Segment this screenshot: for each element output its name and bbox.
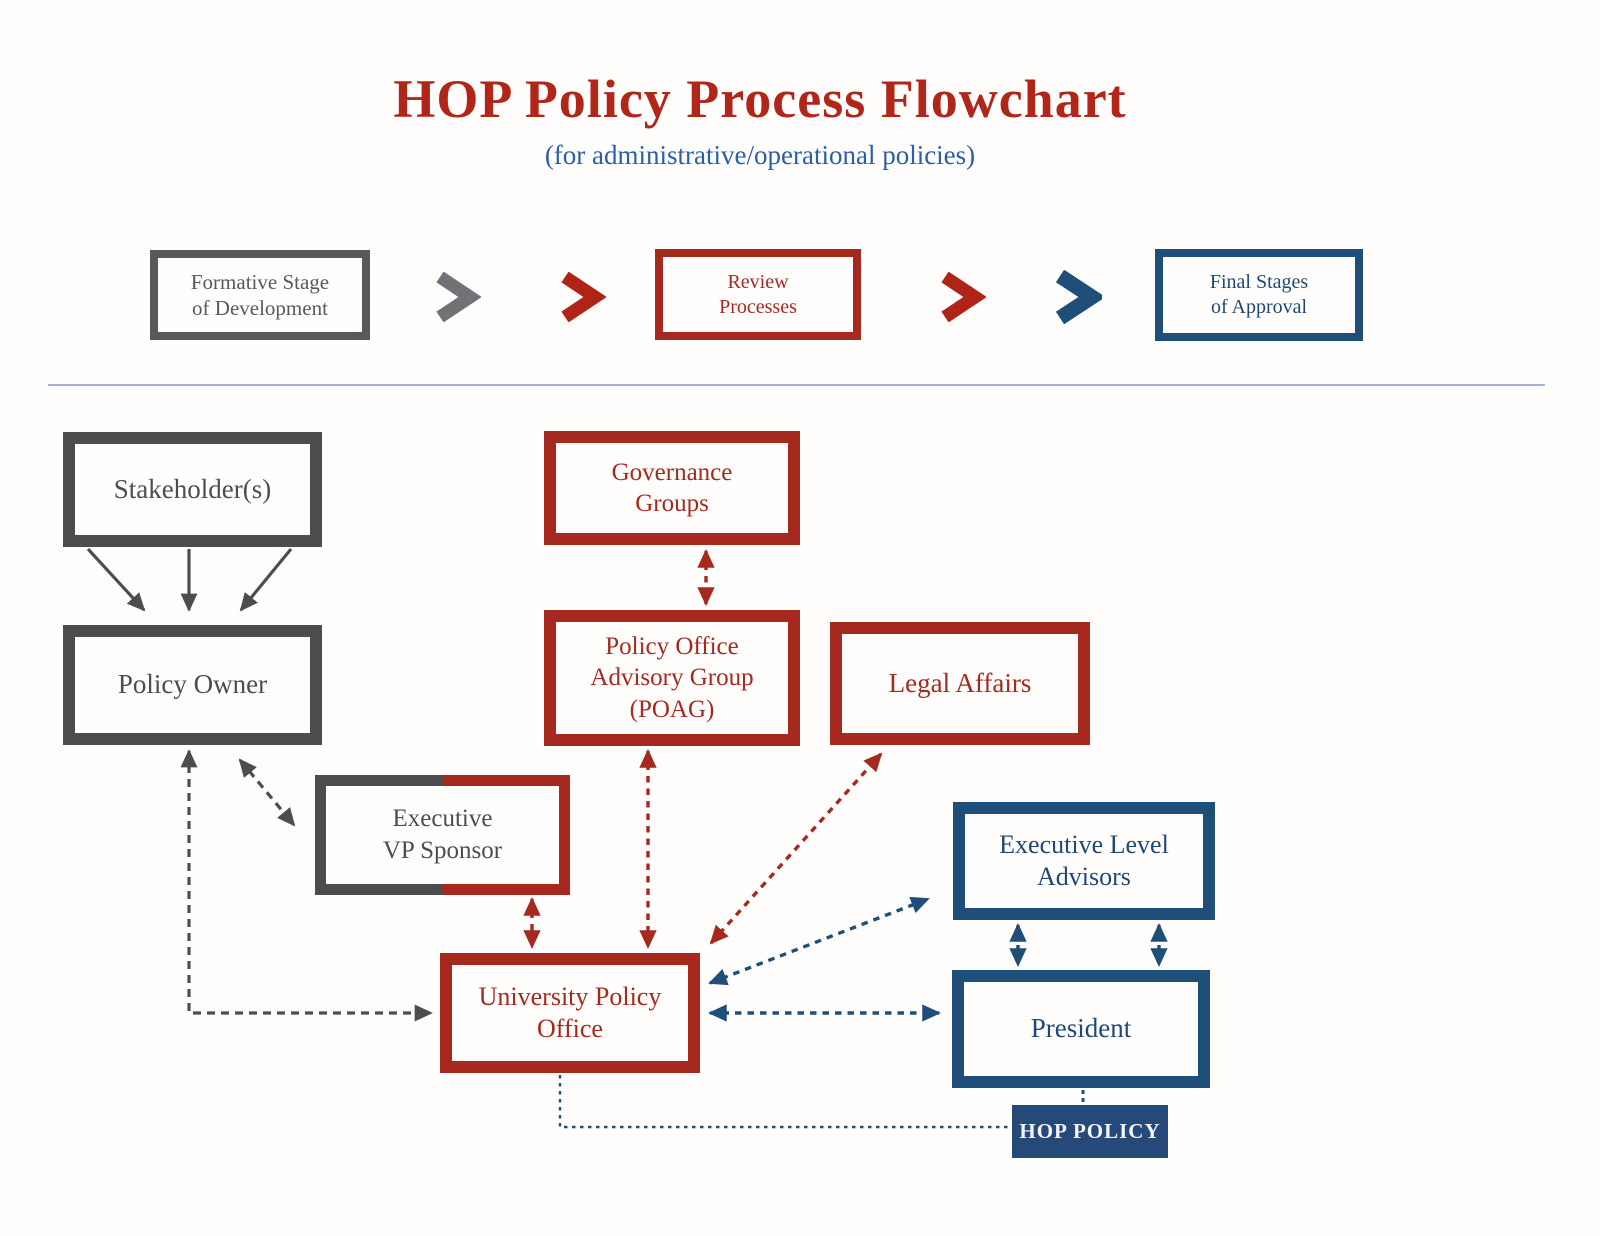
stage-review: Review Processes [655,249,861,340]
chevron-right-icon [436,272,481,322]
arrow-upo-legal-affairs [709,752,883,945]
arrow-upo-executive-level-advisors [708,896,930,986]
node-executive-vp-sponsor: Executive VP Sponsor [315,775,570,895]
node-governance-groups: Governance Groups [544,431,800,545]
chevron-right-icon [1055,270,1102,324]
node-executive-level-advisors: Executive Level Advisors [953,802,1215,920]
node-president: President [952,970,1210,1088]
chevron-right-icon [561,272,606,322]
chevron-right-icon [941,272,986,322]
page-title: HOP Policy Process Flowchart [393,69,1127,129]
arrow-stakeholders-to-policy-owner-left [86,547,146,612]
evp-border-red-half [442,775,570,895]
node-policy-owner: Policy Owner [63,625,322,745]
evp-label: Executive VP Sponsor [382,804,503,865]
arrow-policy-owner-evp [238,758,296,827]
node-poag: Policy Office Advisory Group (POAG) [544,610,800,746]
connector-upo-hop-policy [558,1075,1008,1129]
node-legal-affairs: Legal Affairs [830,622,1090,745]
arrow-stakeholders-to-policy-owner-right [239,547,293,612]
node-hop-policy: HOP POLICY [1012,1105,1168,1158]
stage-formative: Formative Stage of Development [150,250,370,340]
page-subtitle: (for administrative/operational policies… [544,140,976,170]
node-university-policy-office: University Policy Office [440,953,700,1073]
section-divider [48,384,1545,386]
stage-final: Final Stages of Approval [1155,249,1363,341]
node-stakeholders: Stakeholder(s) [63,432,322,547]
